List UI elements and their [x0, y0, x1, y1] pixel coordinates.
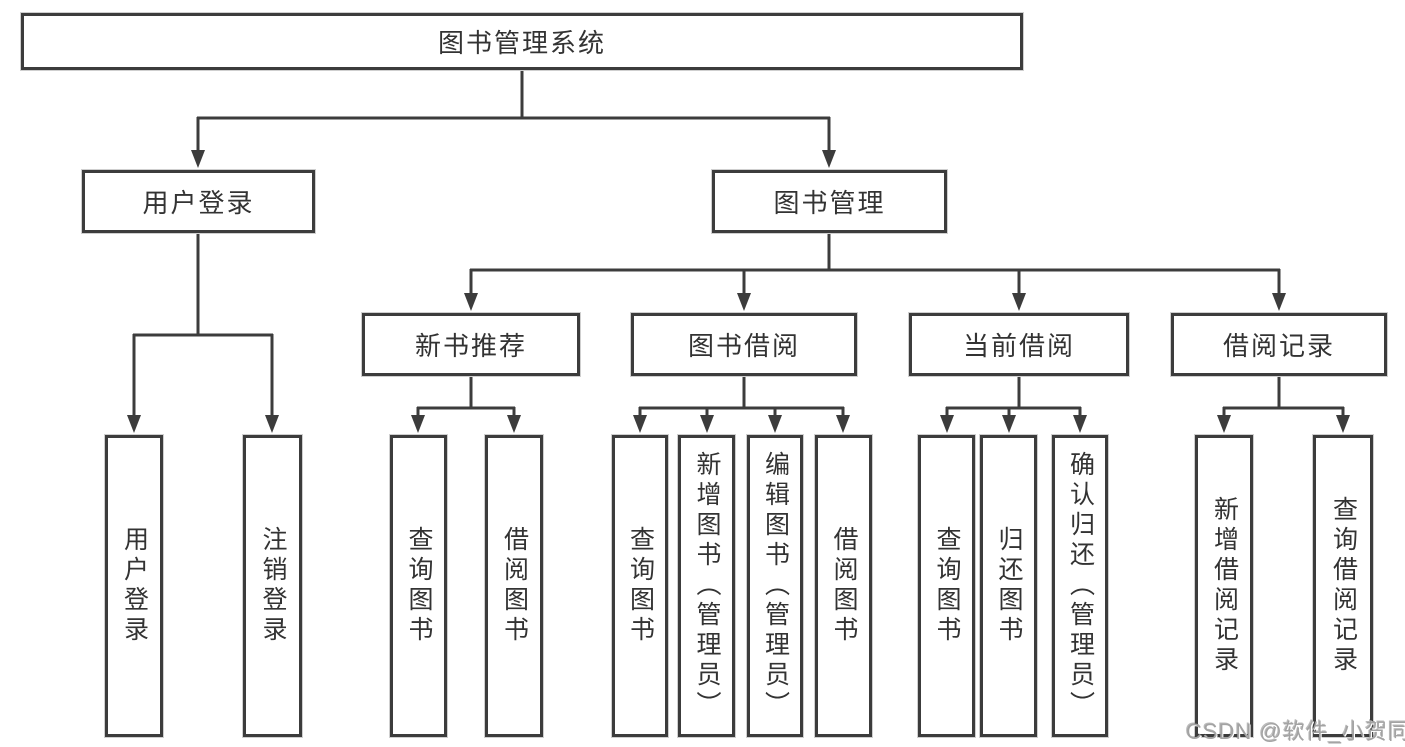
node-root-system: 图书管理系统: [21, 13, 1023, 70]
connector-user-login-group: [132, 233, 274, 417]
leaf-recommend-query-book: 查询图书: [390, 435, 447, 737]
connector-borrow-record-group: [1222, 376, 1345, 417]
leaf-borrow-query-book: 查询图书: [612, 435, 668, 737]
leaf-user-login: 用户登录: [105, 435, 163, 737]
leaf-add-book-admin: 新增图书（管理员）: [678, 435, 735, 737]
leaf-return-book: 归还图书: [980, 435, 1037, 737]
leaf-logout: 注销登录: [243, 435, 302, 737]
connector-book-mgmt-to-level3: [469, 233, 1281, 295]
node-book-management: 图书管理: [712, 170, 947, 233]
connector-current-borrow-group: [945, 376, 1082, 417]
leaf-edit-book-admin: 编辑图书（管理员）: [747, 435, 803, 737]
node-borrow-record: 借阅记录: [1171, 313, 1387, 376]
leaf-confirm-return-admin: 确认归还（管理员）: [1052, 435, 1108, 737]
node-current-borrow: 当前借阅: [909, 313, 1129, 376]
node-new-book-recommend: 新书推荐: [362, 313, 580, 376]
arrowheads: [127, 150, 1350, 433]
leaf-borrow-book: 借阅图书: [815, 435, 872, 737]
csdn-watermark: CSDN @软件_小贺同学: [1186, 719, 1405, 744]
connector-book-borrow-group: [638, 376, 845, 417]
leaf-current-query-book: 查询图书: [918, 435, 975, 737]
connector-new-book-group: [416, 376, 516, 417]
leaf-query-borrow-record: 查询借阅记录: [1313, 435, 1373, 737]
leaf-recommend-borrow-book: 借阅图书: [485, 435, 543, 737]
leaf-add-borrow-record: 新增借阅记录: [1195, 435, 1253, 737]
node-book-borrow: 图书借阅: [631, 313, 857, 376]
connector-root-to-level2: [196, 69, 831, 152]
node-user-login: 用户登录: [82, 170, 315, 233]
